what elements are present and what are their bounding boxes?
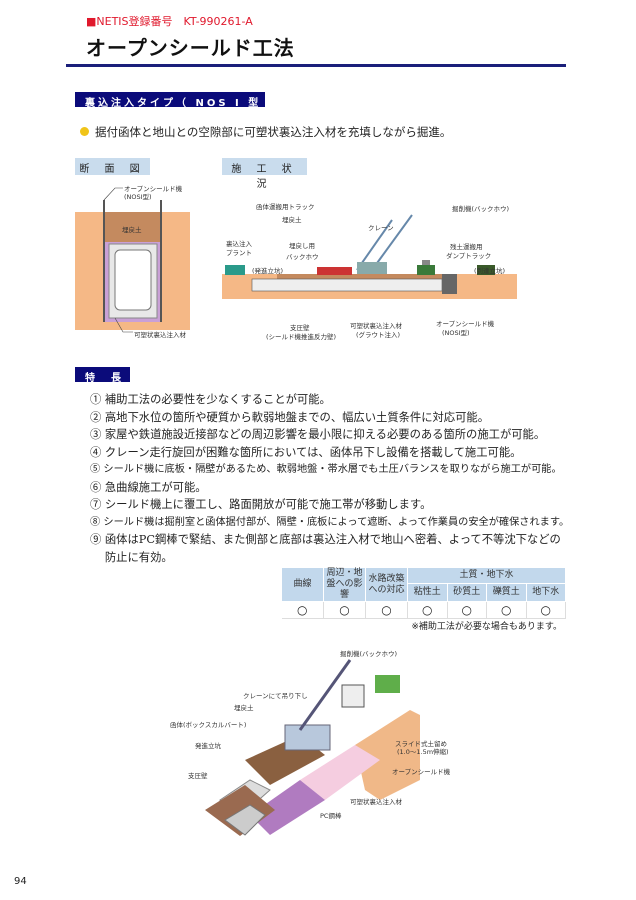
title-rule xyxy=(66,64,566,67)
callout: (シールド機推進反力壁) xyxy=(266,333,337,341)
callout: 支圧壁 xyxy=(290,324,310,332)
cross-section-diagram xyxy=(75,187,190,333)
callout: 支圧壁 xyxy=(188,772,208,780)
table-row: ○○○○○○○ xyxy=(281,601,566,619)
table-cell: ○ xyxy=(365,601,408,619)
table-cell: ○ xyxy=(447,601,487,619)
callout: 函体運搬用トラック xyxy=(256,203,315,211)
page-title: オープンシールド工法 xyxy=(86,36,295,60)
callout: 埋戻土 xyxy=(282,216,302,224)
feature-item: ⑧ シールド機は掘削室と函体据付部が、隔壁・底板によって遮断、よって作業員の安全… xyxy=(90,516,570,528)
section-heading-features: 特 長 xyxy=(75,367,130,384)
feature-item: ⑥ 急曲線施工が可能。 xyxy=(90,480,207,494)
callout: 可塑状裏込注入材 xyxy=(350,322,402,330)
callout: 掘削機(バックホウ) xyxy=(452,205,510,213)
table-header: 土質・地下水 xyxy=(407,567,566,584)
callout: (NOSⅠ型) xyxy=(124,193,152,201)
table-header: 水路改築への対応 xyxy=(365,567,408,602)
feature-item: ③ 家屋や鉄道施設近接部などの周辺影響を最小限に抑える必要のある箇所の施工が可能… xyxy=(90,428,546,441)
callout: オープンシールド機 xyxy=(392,768,451,776)
table-cell: ○ xyxy=(407,601,448,619)
table-cell: ○ xyxy=(323,601,366,619)
feature-item: ⑦ シールド機上に覆工し、路面開放が可能で施工帯が移動します。 xyxy=(90,498,432,511)
callout: バックホウ xyxy=(286,253,319,261)
feature-item: ④ クレーン走行旋回が困難な箇所においては、函体吊下し設備を搭載して施工可能。 xyxy=(90,445,522,459)
callout: 裏込注入 xyxy=(226,240,252,248)
callout: 埋戻土 xyxy=(234,704,254,712)
netis-number: ■NETIS登録番号 KT-990261-A xyxy=(86,15,253,28)
table-cell: ○ xyxy=(486,601,527,619)
feature-item: ⑤ シールド機に底板・隔壁があるため、軟弱地盤・帯水層でも土圧バランスを取りなが… xyxy=(90,464,562,475)
table-cell: ○ xyxy=(281,601,324,619)
callout: オープンシールド機 xyxy=(124,185,183,193)
callout: 函体(ボックスカルバート) xyxy=(170,721,247,729)
table-subheader: 粘性土 xyxy=(407,583,448,602)
feature-item: ① 補助工法の必要性を少なくすることが可能。 xyxy=(90,393,331,406)
features-list: ① 補助工法の必要性を少なくすることが可能。 ② 高地下水位の箇所や硬質から軟弱… xyxy=(90,391,569,566)
applicability-table: 曲線周辺・地盤への影響水路改築への対応土質・地下水 粘性土砂質土礫質土地下水 ○… xyxy=(281,567,566,619)
site-label: 施 工 状 況 xyxy=(222,158,307,190)
type-description-text: 据付函体と地山との空隙部に可塑状裏込注入材を充填しながら掘進。 xyxy=(95,125,452,139)
callout: プラント xyxy=(226,249,252,257)
callout: 埋戻し用 xyxy=(289,242,315,250)
type-description: 据付函体と地山との空隙部に可塑状裏込注入材を充填しながら掘進。 xyxy=(80,124,451,140)
feature-item: ② 高地下水位の箇所や硬質から軟弱地盤までの、幅広い土質条件に対応可能。 xyxy=(90,410,489,424)
callout: 可塑状裏込注入材 xyxy=(134,331,186,339)
table-subheader: 砂質土 xyxy=(446,583,487,602)
callout: 残土運搬用 xyxy=(450,243,483,251)
callout: (到達立坑) xyxy=(474,267,506,275)
bullet-icon xyxy=(80,127,89,136)
callout: オープンシールド機 xyxy=(436,320,495,328)
table-subheader: 地下水 xyxy=(525,583,566,602)
callout: 掘削機(バックホウ) xyxy=(340,650,398,658)
callout: PC鋼棒 xyxy=(320,812,342,820)
feature-item: ⑨ 函体はPC鋼棒で緊結、また側部と底部は裏込注入材で地山へ密着、よって不等沈下… xyxy=(90,533,561,546)
callout: スライド式土留め xyxy=(395,740,447,748)
table-header: 周辺・地盤への影響 xyxy=(323,567,366,602)
section-heading-type: 裏込注入タイプ（ NOS Ⅰ 型 ） xyxy=(75,92,265,124)
callout: 発進立坑 xyxy=(195,742,221,750)
callout: クレーンにて吊り下し xyxy=(243,692,308,700)
cross-section-label: 断 面 図 xyxy=(75,158,150,175)
callout: ダンプトラック xyxy=(446,252,492,260)
callout: 可塑状裏込注入材 xyxy=(350,798,402,806)
table-cell: ○ xyxy=(526,601,566,619)
table-header: 曲線 xyxy=(281,567,324,602)
callout: 埋戻土 xyxy=(122,226,142,234)
callout: (グラウト注入) xyxy=(356,331,401,339)
isometric-illustration xyxy=(205,659,420,836)
callout: クレーン xyxy=(368,224,394,232)
callout: (発進立坑) xyxy=(252,267,284,275)
feature-item: 防止に有効。 xyxy=(90,550,173,564)
table-note: ※補助工法が必要な場合もあります。 xyxy=(411,622,562,632)
site-diagram xyxy=(222,214,517,299)
page-number: 94 xyxy=(14,876,27,887)
table-subheader: 礫質土 xyxy=(486,583,527,602)
callout: (1.0〜1.5m伸縮) xyxy=(397,748,449,756)
callout: (NOSⅠ型) xyxy=(442,329,470,337)
